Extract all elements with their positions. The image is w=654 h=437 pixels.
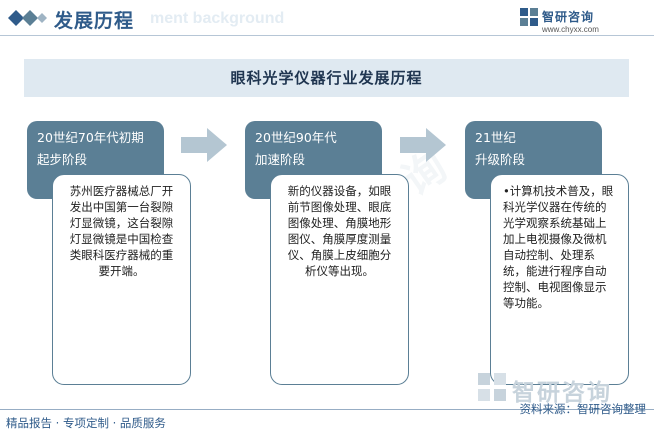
footer-divider — [0, 409, 654, 410]
brand-url: www.chyxx.com — [542, 25, 599, 34]
header: 发展历程 ment background 智研咨询 www.chyxx.com — [0, 0, 654, 36]
watermark-logo-icon — [478, 373, 506, 401]
stage-1: 20世纪70年代初期 起步阶段 苏州医疗器械总厂开发出中国第一台裂隙灯显微镜，这… — [27, 121, 191, 385]
brand-logo: 智研咨询 www.chyxx.com — [520, 5, 640, 35]
stage-description: •计算机技术普及，眼科光学仪器在传统的光学观察系统基础上加上电视摄像及微机自动控… — [503, 184, 614, 310]
brand-logo-icon — [520, 8, 538, 26]
stage-era: 21世纪 — [475, 130, 516, 145]
header-divider — [0, 35, 654, 36]
stage-era: 20世纪70年代初期 — [37, 130, 144, 145]
stage-description-card: 新的仪器设备，如眼前节图像处理、眼底图像处理、角膜地形图仪、角膜厚度测量仪、角膜… — [270, 174, 409, 385]
stage-2: 20世纪90年代 加速阶段 新的仪器设备，如眼前节图像处理、眼底图像处理、角膜地… — [245, 121, 409, 385]
title-band: 眼科光学仪器行业发展历程 — [24, 59, 629, 97]
diamond-decoration-icon — [8, 10, 47, 26]
stage-phase: 加速阶段 — [255, 152, 306, 167]
stage-description: 苏州医疗器械总厂开发出中国第一台裂隙灯显微镜，这台裂隙灯显微镜是中国检查类眼科医… — [69, 184, 174, 278]
brand-name: 智研咨询 — [542, 10, 595, 24]
stage-description-card: 苏州医疗器械总厂开发出中国第一台裂隙灯显微镜，这台裂隙灯显微镜是中国检查类眼科医… — [52, 174, 191, 385]
stage-phase: 升级阶段 — [475, 152, 526, 167]
diagram-title: 眼科光学仪器行业发展历程 — [230, 69, 423, 87]
stage-phase: 起步阶段 — [37, 152, 88, 167]
stage-description-card: •计算机技术普及，眼科光学仪器在传统的光学观察系统基础上加上电视摄像及微机自动控… — [490, 174, 629, 385]
section-title: 发展历程 — [54, 10, 135, 32]
bottom-watermark-logo: 智研咨询 — [478, 373, 638, 406]
arrow-right-icon — [181, 128, 227, 162]
stage-description: 新的仪器设备，如眼前节图像处理、眼底图像处理、角膜地形图仪、角膜厚度测量仪、角膜… — [287, 184, 392, 278]
arrow-right-icon — [400, 128, 446, 162]
bottom-watermark-text: 智研咨询 — [512, 380, 612, 406]
stage-3: 21世纪 升级阶段 •计算机技术普及，眼科光学仪器在传统的光学观察系统基础上加上… — [465, 121, 629, 385]
header-watermark-text: ment background — [150, 10, 285, 27]
footer-slogan: 精品报告 · 专项定制 · 品质服务 — [6, 416, 166, 430]
stage-era: 20世纪90年代 — [255, 130, 337, 145]
